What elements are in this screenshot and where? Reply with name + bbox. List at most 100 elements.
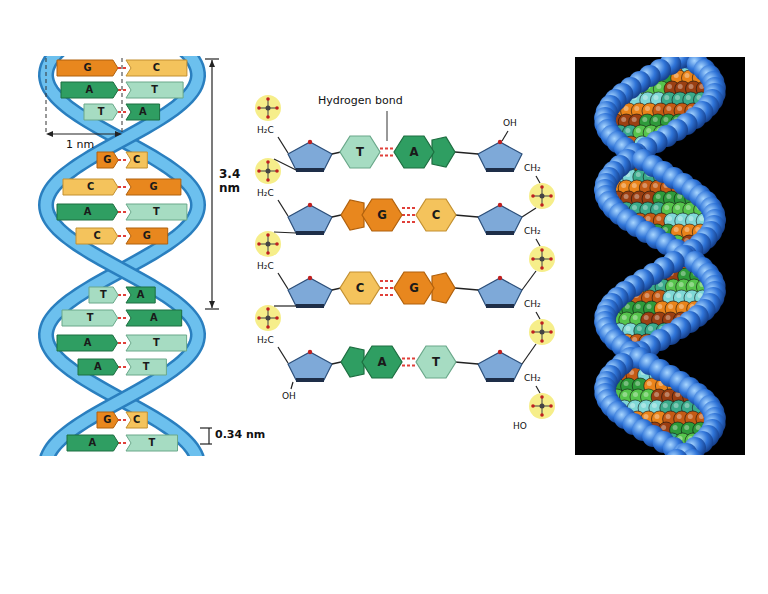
base-letter: G — [97, 412, 118, 428]
ring-shape — [394, 136, 434, 168]
base-shape — [62, 310, 118, 326]
atom-highlight — [630, 403, 635, 408]
atom-highlight — [689, 216, 694, 221]
hydrogen-bond — [118, 160, 126, 161]
base-shape — [63, 179, 118, 195]
glycosidic-bond — [455, 152, 478, 154]
sugar-ring — [288, 142, 332, 170]
hydrogen-bond-line — [380, 294, 394, 296]
atom-highlight — [622, 392, 627, 397]
ring-shape — [416, 346, 456, 378]
atom-highlight — [674, 403, 679, 408]
phosphate-group — [255, 95, 281, 121]
phosphorus-dot — [266, 242, 271, 247]
base-shape — [126, 179, 181, 195]
hydrogen-bond — [380, 281, 394, 295]
dimension-line — [50, 133, 118, 134]
atom-highlight — [654, 95, 659, 100]
hydrogen-bond-line — [118, 442, 126, 444]
hydrogen-bond-line — [402, 221, 416, 223]
sugar-edge — [296, 304, 324, 308]
atom-highlight — [633, 392, 638, 397]
base-letter: C — [126, 60, 187, 76]
base-letter: A — [394, 136, 434, 168]
base-block: C — [126, 152, 147, 168]
oxygen-dot — [531, 194, 535, 198]
atom-highlight — [689, 282, 694, 287]
hydrogen-bond-line — [118, 67, 126, 69]
atom-highlight — [676, 293, 681, 298]
hydrogen-bond-line — [118, 89, 126, 91]
helix-strand — [46, 56, 198, 456]
atom-highlight — [675, 95, 680, 100]
ring-shape — [341, 200, 364, 230]
phosphate-group — [529, 393, 555, 419]
phosphorus-dot — [266, 106, 271, 111]
base-letter: T — [126, 359, 166, 375]
atom-highlight — [685, 403, 690, 408]
oxygen-dot — [540, 395, 544, 399]
atom-highlight — [634, 106, 639, 111]
hydrogen-bond — [380, 149, 394, 156]
base-letter: A — [126, 310, 182, 326]
base-shape — [126, 359, 166, 375]
phosphorus-dot — [540, 257, 545, 262]
guide-line — [122, 58, 123, 134]
ring-shape — [432, 273, 455, 303]
base-block: T — [126, 435, 178, 451]
base-block: T — [84, 104, 118, 120]
backbone-bond — [522, 344, 536, 364]
atom-highlight — [655, 414, 660, 419]
atom-highlight — [625, 128, 630, 133]
sugar-edge — [296, 231, 324, 235]
hydrogen-bond-line — [118, 317, 126, 319]
base-letter: A — [126, 287, 155, 303]
atom-highlight — [685, 73, 690, 78]
phosphate-group — [255, 231, 281, 257]
base-shape — [126, 104, 160, 120]
sugar-ring — [478, 142, 522, 170]
atom-highlight — [679, 282, 684, 287]
atom-highlight — [636, 304, 641, 309]
oxygen-dot — [540, 266, 544, 270]
atom-highlight — [677, 106, 682, 111]
atom-highlight — [643, 205, 648, 210]
hydrogen-bond-line — [380, 287, 394, 289]
hydrogen-bond — [118, 367, 126, 368]
dimension-tick — [200, 427, 212, 428]
oxygen-dot — [540, 413, 544, 417]
hydrogen-bond — [402, 208, 416, 222]
atom-highlight — [633, 315, 638, 320]
ring-oxygen — [308, 350, 312, 354]
ring-shape — [432, 137, 455, 167]
atom-highlight — [641, 403, 646, 408]
backbone-bond — [274, 232, 296, 233]
ribbon-helix — [46, 56, 198, 456]
base-shape — [89, 287, 118, 303]
ring-oxygen — [308, 140, 312, 144]
base-outline — [394, 272, 456, 304]
base-shape — [126, 82, 183, 98]
base-shape — [126, 335, 187, 351]
atom-highlight — [653, 183, 658, 188]
base-block: T — [126, 204, 187, 220]
hydrogen-bond-line — [380, 148, 394, 150]
dimension-line — [208, 428, 209, 444]
oxygen-dot — [540, 339, 544, 343]
sugar-ring — [478, 352, 522, 380]
base-block: G — [97, 412, 118, 428]
base-block: G — [126, 179, 181, 195]
oxygen-dot — [531, 330, 535, 334]
base-letter: A — [126, 104, 160, 120]
atom-highlight — [681, 271, 686, 276]
base-block: A — [340, 346, 402, 378]
base-letter: T — [84, 104, 118, 120]
chemical-group: OH — [282, 391, 296, 401]
helix-strand — [46, 56, 198, 456]
oxygen-dot — [540, 248, 544, 252]
phosphorus-dot — [266, 169, 271, 174]
arrow-head — [46, 131, 53, 137]
oxygen-dot — [549, 330, 553, 334]
base-block: G — [97, 152, 118, 168]
atom-highlight — [642, 183, 647, 188]
